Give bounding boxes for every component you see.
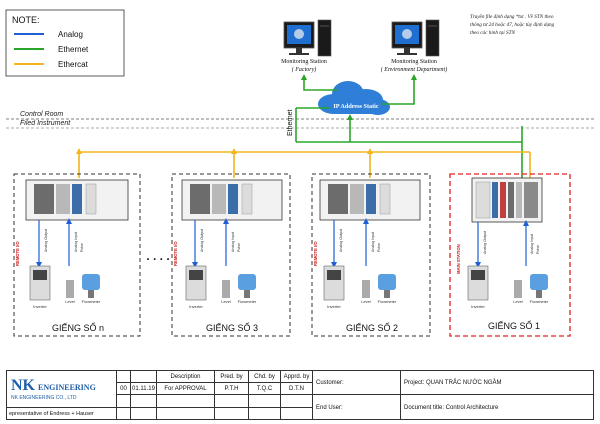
factory-station-subtitle: ( Factory)	[292, 66, 317, 73]
approved-by-value: D.T.N	[281, 383, 313, 395]
well-n-analog-input: Analog Input	[74, 232, 78, 252]
checked-by-value: T.Q.C	[249, 383, 281, 395]
well-3-inverter: Inverter	[189, 304, 203, 309]
well-1-level: Level	[513, 299, 523, 304]
prepared-by-value: P.T.H	[215, 383, 249, 395]
zone-control-room: Control Room	[20, 111, 63, 118]
well-1-main-station: Analog Output Analog Input Pulse MAIN ST…	[449, 173, 571, 337]
transfer-note: Truyền file định dạng *txt . Về STN theo…	[470, 13, 555, 36]
well-1-pulse: Pulse	[536, 245, 540, 254]
transfer-note-line-3: theo các hình tại STN	[470, 30, 515, 36]
title-block: NK ENGINEERING NK ENGINEERING CO., LTD e…	[6, 370, 594, 420]
well-n-inverter: Inverter	[33, 304, 47, 309]
well-3-side-label: REMOTE I/O	[173, 241, 178, 266]
transfer-note-line-2: thông tư 24 hoặc 47, hoặc tùy định dạng	[470, 21, 555, 28]
representative: epresentative of Endress + Hauser	[7, 408, 117, 420]
well-n-side-label: REMOTE I/O	[15, 241, 20, 266]
customer-label: Customer:	[313, 371, 401, 395]
ethercat-arrow-n	[76, 148, 82, 154]
ethernet-bus	[296, 118, 523, 178]
ethernet-arrow-up	[347, 114, 353, 120]
well-2-analog-output: Analog Output	[339, 229, 343, 252]
document-title: Document title: Control Architecture	[404, 404, 499, 411]
wells-ellipsis: . . . .	[146, 249, 169, 263]
well-2-name: GIẾNG SỐ 2	[346, 322, 398, 333]
well-1-flowmeter: Flowmeter	[530, 299, 549, 304]
well-n-analog-output: Analog Output	[44, 229, 48, 252]
legend: NOTE: Analog Ethernet Ethercat	[5, 9, 125, 77]
well-2-flowmeter: Flowmeter	[378, 299, 397, 304]
well-3-level: Level	[221, 299, 231, 304]
well-2: Analog Output Analog Input Pulse REMOTE …	[311, 173, 431, 337]
well-3-analog-input: Analog Input	[231, 232, 235, 252]
legend-analog-label: Analog	[58, 30, 83, 39]
well-1-inverter: Inverter	[471, 304, 485, 309]
legend-ethercat-label: Ethercat	[58, 60, 89, 69]
company-logo: NK ENGINEERING NK ENGINEERING CO., LTD	[7, 371, 117, 408]
well-n: Analog Output Analog Input Pulse REMOTE …	[13, 173, 141, 337]
well-n-pulse: Pulse	[80, 243, 84, 252]
well-n-name: GIẾNG SỐ n	[52, 322, 104, 333]
end-user-label: End User:	[313, 395, 401, 420]
well-2-inverter: Inverter	[327, 304, 341, 309]
well-1-side-label: MAIN STATION	[456, 244, 461, 274]
ethercat-arrow-2	[367, 148, 373, 154]
header-prepared-by: Pred. by	[215, 371, 249, 383]
well-2-level: Level	[361, 299, 371, 304]
well-3-name: GIẾNG SỐ 3	[206, 322, 258, 333]
well-n-level: Level	[65, 299, 75, 304]
header-checked-by: Chd. by	[249, 371, 281, 383]
well-1-analog-input: Analog Input	[530, 234, 534, 254]
project-title: Project: QUAN TRẮC NƯỚC NGẦM	[401, 371, 593, 395]
legend-title: NOTE:	[12, 15, 40, 25]
cloud-label: IP Address Static	[333, 103, 379, 110]
well-1-analog-output: Analog Output	[483, 231, 487, 254]
header-description: Description	[157, 371, 215, 383]
monitoring-station-factory: Monitoring Station ( Factory)	[281, 19, 332, 73]
description-value: For APPROVAL	[157, 383, 215, 395]
well-3: Analog Output Analog Input Pulse REMOTE …	[171, 173, 291, 337]
well-3-pulse: Pulse	[237, 243, 241, 252]
logo-nk: NK	[11, 377, 35, 394]
environment-station-title: Monitoring Station	[391, 59, 437, 65]
logo-engineering: ENGINEERING	[38, 383, 96, 392]
ethernet-label: Ethernet	[287, 109, 294, 136]
zone-field-instrument: Filed Instrument	[20, 120, 71, 127]
environment-station-subtitle: ( Environment Department)	[381, 66, 447, 73]
factory-station-title: Monitoring Station	[281, 59, 327, 65]
company-name: NK ENGINEERING CO., LTD	[11, 395, 77, 401]
well-3-analog-output: Analog Output	[200, 229, 204, 252]
well-2-side-label: REMOTE I/O	[313, 241, 318, 266]
well-2-pulse: Pulse	[377, 243, 381, 252]
rev-value: 00	[117, 383, 131, 395]
ethercat-arrow-3	[231, 148, 237, 154]
architecture-diagram: NOTE: Analog Ethernet Ethercat Truyền fi…	[5, 9, 594, 337]
ip-cloud: IP Address Static	[318, 81, 390, 115]
cloud-links	[301, 74, 417, 105]
header-approved-by: Apprd. by	[281, 371, 313, 383]
well-n-flowmeter: Flowmeter	[82, 299, 101, 304]
monitoring-station-environment: Monitoring Station ( Environment Departm…	[381, 19, 447, 73]
legend-ethernet-label: Ethernet	[58, 45, 89, 54]
transfer-note-line-1: Truyền file định dạng *txt . Về STN theo	[470, 13, 554, 20]
well-2-analog-input: Analog Input	[371, 232, 375, 252]
date-value: 01.11.19	[131, 383, 157, 395]
well-1-name: GIẾNG SỐ 1	[488, 320, 540, 331]
well-3-flowmeter: Flowmeter	[238, 299, 257, 304]
